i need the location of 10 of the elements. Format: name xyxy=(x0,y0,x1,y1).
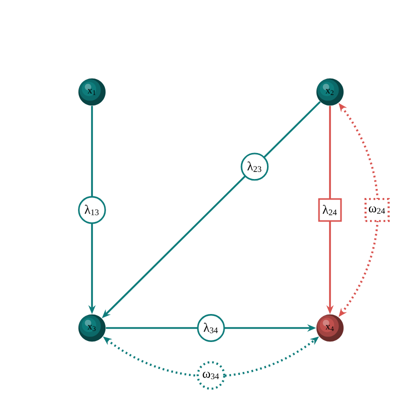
edge-label: λ$_{34}$ xyxy=(197,314,225,342)
edge-label: ω$_{34}$ xyxy=(196,361,226,390)
edge-label: λ$_{24}$ xyxy=(318,198,342,222)
sphere-node: x$_{3}$ xyxy=(78,314,106,342)
edge-label: ω$_{24}$ xyxy=(364,198,390,222)
sphere-node: x$_{1}$ xyxy=(78,78,106,106)
sphere-node: x$_{2}$ xyxy=(316,78,344,106)
edge-label: λ$_{13}$ xyxy=(78,196,106,224)
sphere-node: x$_{4}$ xyxy=(316,314,344,342)
edge-label: λ$_{23}$ xyxy=(240,152,269,181)
